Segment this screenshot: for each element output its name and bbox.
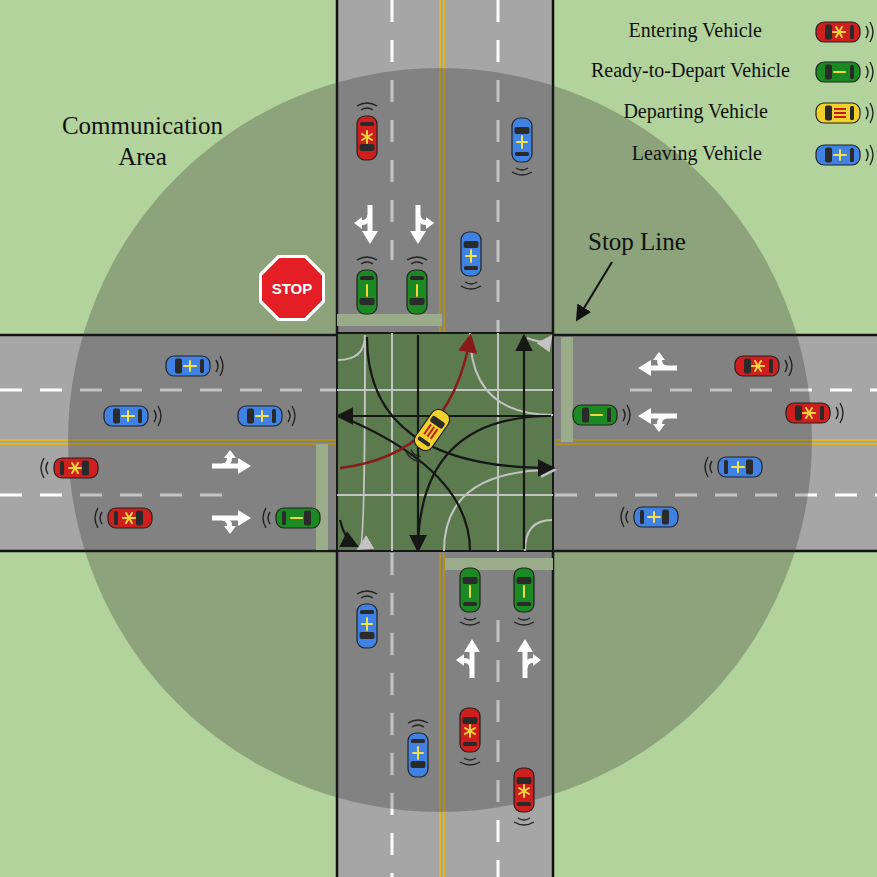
- legend-text: Leaving Vehicle: [632, 142, 762, 165]
- lane-arrow: [212, 450, 251, 474]
- lane-arrow: [410, 205, 434, 244]
- area-label: Communication Area: [40, 110, 245, 173]
- lane-arrow: [354, 205, 378, 244]
- vehicle-icon: [408, 720, 428, 777]
- legend-text: Departing Vehicle: [623, 100, 768, 123]
- vehicle-icon: [816, 62, 873, 82]
- vehicle-icon: [407, 257, 427, 314]
- vehicle-icon: [263, 508, 320, 528]
- lane-arrow: [638, 352, 677, 376]
- vehicle-icon: [573, 405, 630, 425]
- vehicle-icon: [460, 708, 480, 765]
- legend-text: Entering Vehicle: [629, 19, 762, 42]
- vehicle-icon: [357, 591, 377, 648]
- legend-text: Ready-to-Depart Vehicle: [591, 59, 790, 82]
- vehicle-icon: [705, 457, 762, 477]
- lane-arrow: [456, 639, 480, 678]
- vehicle-icon: [512, 118, 532, 175]
- vehicle-icon: [514, 568, 534, 625]
- stop-sign: STOP: [259, 255, 325, 321]
- vehicle-icon: [238, 406, 295, 426]
- lane-arrow: [638, 408, 677, 432]
- vehicle-icon: [404, 406, 453, 464]
- vehicle-icon: [357, 103, 377, 160]
- vehicle-icon: [166, 356, 223, 376]
- vehicle-icon: [816, 22, 873, 42]
- vehicle-icon: [104, 406, 161, 426]
- vehicle-icon: [41, 458, 98, 478]
- vehicle-icon: [816, 103, 873, 123]
- lane-arrow: [517, 639, 541, 678]
- sign-text: STOP: [272, 280, 313, 297]
- vehicle-icon: [460, 568, 480, 625]
- vehicle-icon: [735, 356, 792, 376]
- vehicle-icon: [786, 403, 843, 423]
- vehicle-icon: [816, 145, 873, 165]
- vehicle-icon: [514, 768, 534, 825]
- stop-line-label: Stop Line: [588, 226, 728, 257]
- vehicle-icon: [95, 508, 152, 528]
- lane-arrow: [212, 510, 251, 534]
- vehicle-icon: [621, 507, 678, 527]
- vehicle-icon: [461, 232, 481, 289]
- vehicle-icon: [357, 257, 377, 314]
